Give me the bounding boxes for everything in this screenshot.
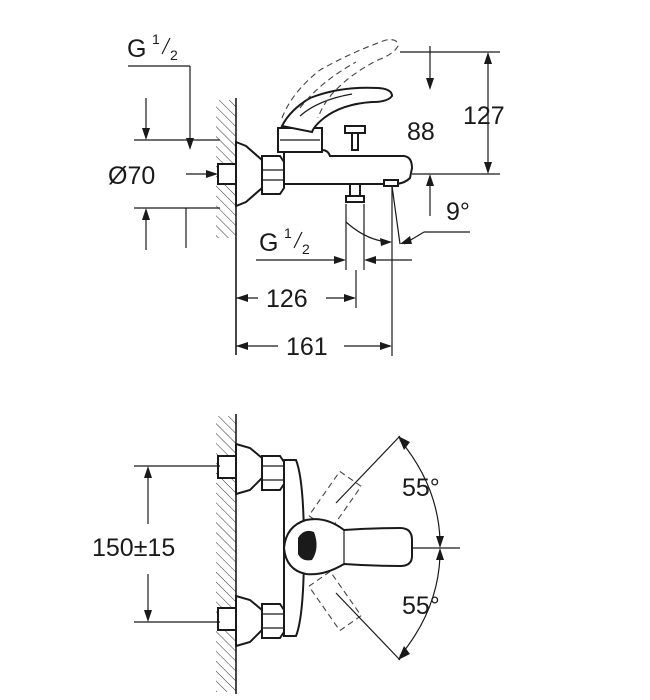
angle-55-top-label: 55° <box>402 474 440 502</box>
g-half-bottom-callout: G 1 2 <box>256 204 412 270</box>
dim-150-label: 150±15 <box>92 534 175 562</box>
angle-55-dimension: 55° 55° <box>335 435 460 661</box>
front-view: 150±15 55° 55° <box>92 414 460 694</box>
dim-88-label: 88 <box>407 118 435 146</box>
dim-161: 161 <box>236 268 393 361</box>
angle-9-dimension: 9° <box>345 185 470 268</box>
g-bot-main: G <box>259 229 278 257</box>
height-dimensions: 127 88 <box>400 46 505 216</box>
dim-127-label: 127 <box>463 102 505 130</box>
g-top-num: 1 <box>152 31 160 47</box>
lever-raised-ghost <box>281 39 399 119</box>
lower-connection <box>217 594 285 648</box>
lever <box>280 86 394 134</box>
side-view: G 1 2 Ø70 127 <box>108 31 505 361</box>
upper-connection <box>217 442 285 496</box>
dim-126: 126 <box>236 270 357 313</box>
dia70-label: Ø70 <box>108 162 155 190</box>
escutcheon <box>217 140 285 208</box>
g-top-main: G <box>127 35 146 63</box>
dim-150: 150±15 <box>92 465 220 623</box>
front-body <box>282 459 413 637</box>
wall-top <box>216 98 237 355</box>
g-top-den: 2 <box>170 47 178 63</box>
dim-161-label: 161 <box>286 333 328 361</box>
dim-126-label: 126 <box>266 285 308 313</box>
mixer-body <box>277 125 414 203</box>
g-bot-num: 1 <box>284 225 292 241</box>
g-half-top-callout: G 1 2 <box>127 31 194 150</box>
dia70-dimension: Ø70 <box>108 98 220 250</box>
angle-9-label: 9° <box>446 198 470 226</box>
g-bot-den: 2 <box>302 241 310 257</box>
angle-55-bottom-label: 55° <box>402 592 440 620</box>
